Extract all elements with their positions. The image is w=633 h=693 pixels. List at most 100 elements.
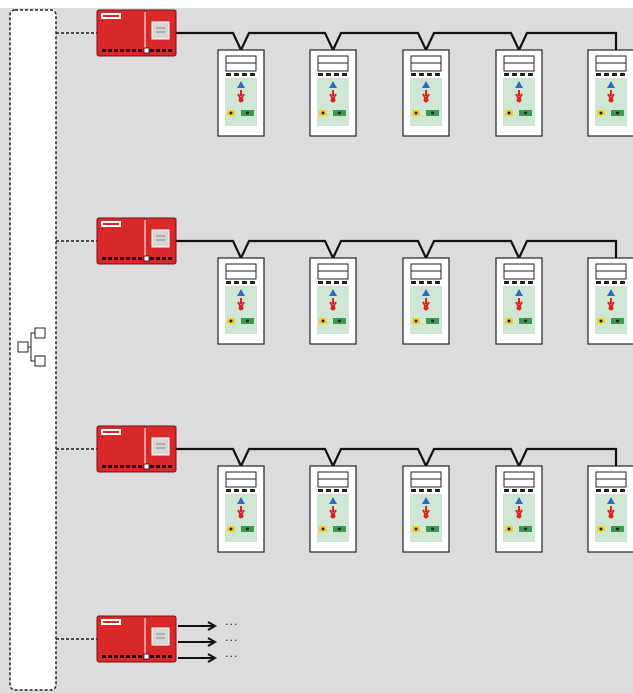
terminal-block: [102, 257, 106, 260]
controller-port: [151, 21, 170, 40]
power-led: [599, 111, 603, 115]
panel-key: [326, 489, 331, 492]
network-node-left: [17, 341, 29, 353]
controller-logo-mark: [103, 621, 119, 623]
panel-key: [512, 489, 517, 492]
panel-key: [427, 489, 432, 492]
panel-key: [504, 489, 509, 492]
terminal-block: [156, 465, 160, 468]
ellipsis-1: ···: [225, 618, 239, 631]
terminal-block: [120, 465, 124, 468]
terminal-block: [126, 655, 130, 658]
power-led: [321, 111, 325, 115]
panel-key: [604, 73, 609, 76]
panel-key: [604, 489, 609, 492]
panel-key: [512, 281, 517, 284]
network-icon: [17, 327, 46, 367]
warning-icon: [515, 289, 523, 296]
panel-key: [620, 281, 625, 284]
status-led: [431, 527, 434, 531]
panel-key: [234, 281, 239, 284]
terminal-block: [108, 49, 112, 52]
panel-key: [226, 73, 231, 76]
terminal-block: [162, 655, 166, 658]
panel-key: [612, 281, 617, 284]
status-led: [616, 319, 619, 323]
alarm-led: [330, 513, 336, 519]
status-led: [246, 527, 249, 531]
panel-key: [334, 73, 339, 76]
warning-icon: [237, 81, 245, 88]
warning-icon: [422, 81, 430, 88]
terminal-block: [138, 465, 142, 468]
alarm-led: [608, 305, 614, 311]
terminal-block: [126, 49, 130, 52]
panel-key: [427, 281, 432, 284]
terminal-block: [156, 257, 160, 260]
terminal-block: [132, 49, 136, 52]
alarm-led: [238, 97, 244, 103]
alarm-led: [608, 513, 614, 519]
terminal-block: [120, 257, 124, 260]
panel-key: [596, 281, 601, 284]
alarm-led: [330, 97, 336, 103]
panel-key: [226, 489, 231, 492]
controller-port: [151, 627, 170, 646]
alarm-led: [516, 513, 522, 519]
terminal-block: [156, 49, 160, 52]
status-led: [616, 527, 619, 531]
panel-key: [334, 281, 339, 284]
detection-panel-8: [402, 257, 450, 345]
panel-key: [234, 489, 239, 492]
terminal-block: [102, 655, 106, 658]
panel-key: [318, 73, 323, 76]
panel-key: [318, 489, 323, 492]
alarm-led: [238, 305, 244, 311]
daisy-chain-line-1: [176, 31, 618, 53]
panel-key: [326, 73, 331, 76]
panel-key: [596, 489, 601, 492]
terminal-block: [150, 465, 154, 468]
panel-key: [435, 73, 440, 76]
panel-key: [242, 489, 247, 492]
panel-key: [250, 73, 255, 76]
terminal-block: [102, 49, 106, 52]
status-led: [524, 527, 527, 531]
controller-jack: [143, 463, 150, 470]
terminal-block: [132, 257, 136, 260]
warning-icon: [329, 81, 337, 88]
daisy-chain-line-2: [176, 239, 618, 261]
status-led: [246, 319, 249, 323]
power-led: [599, 527, 603, 531]
controller-logo-mark: [103, 431, 119, 433]
detection-panel-10: [587, 257, 633, 345]
power-led: [229, 527, 233, 531]
controller-jack: [143, 47, 150, 54]
power-led: [507, 319, 511, 323]
detection-panel-12: [309, 465, 357, 553]
panel-key: [419, 73, 424, 76]
top-margin: [0, 0, 633, 8]
controller-jack: [143, 255, 150, 262]
terminal-block: [150, 655, 154, 658]
controller-port: [151, 437, 170, 456]
controller-unit-3: [96, 425, 177, 473]
panel-key: [411, 281, 416, 284]
terminal-block: [168, 49, 172, 52]
panel-key: [528, 281, 533, 284]
daisy-chain-line-3: [176, 447, 618, 469]
terminal-block: [108, 465, 112, 468]
terminal-block: [168, 257, 172, 260]
panel-key: [435, 281, 440, 284]
warning-icon: [422, 497, 430, 504]
alarm-led: [423, 305, 429, 311]
panel-key: [604, 281, 609, 284]
panel-key: [419, 489, 424, 492]
detection-panel-15: [587, 465, 633, 553]
terminal-block: [162, 465, 166, 468]
detection-panel-13: [402, 465, 450, 553]
panel-key: [596, 73, 601, 76]
alarm-led: [608, 97, 614, 103]
ellipsis-3: ···: [225, 650, 239, 663]
